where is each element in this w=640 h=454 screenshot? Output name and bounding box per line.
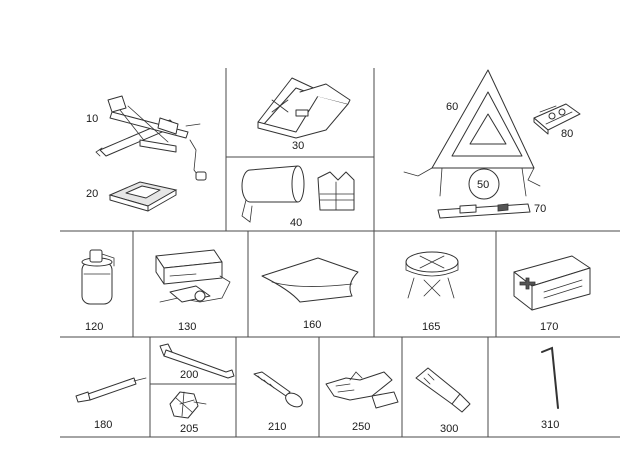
warning-triangle-icon — [403, 69, 541, 197]
gloves-icon — [325, 371, 399, 409]
part-label-20: 20 — [86, 188, 98, 200]
folding-stool-icon — [405, 251, 459, 299]
cloth-mat-icon — [261, 257, 359, 303]
part-label-30: 30 — [292, 140, 304, 152]
grid-lines — [60, 68, 620, 438]
tire-inflation-compressor-icon — [155, 249, 231, 303]
pouch-and-safety-vest-icon — [241, 165, 355, 223]
wheel-bolt-tool-icon — [169, 391, 207, 419]
allen-key-icon — [541, 346, 559, 409]
part-label-310: 310 — [541, 419, 559, 431]
jack-base-plate-icon — [108, 181, 178, 212]
part-label-170: 170 — [540, 321, 558, 333]
part-label-120: 120 — [85, 321, 103, 333]
flashlight-icon — [415, 367, 471, 413]
part-label-60: 60 — [446, 101, 458, 113]
towing-eye-icon — [253, 371, 303, 408]
part-label-130: 130 — [178, 321, 196, 333]
part-label-160: 160 — [303, 319, 321, 331]
part-label-300: 300 — [440, 423, 458, 435]
warning-light-bar-icon — [437, 203, 531, 219]
part-label-165: 165 — [422, 321, 440, 333]
part-label-210: 210 — [268, 421, 286, 433]
part-label-10: 10 — [86, 113, 98, 125]
part-label-205: 205 — [180, 423, 198, 435]
first-aid-kit-icon — [513, 255, 591, 311]
wheel-wrench-icon — [159, 343, 235, 379]
warning-lamp-icon — [468, 168, 500, 200]
part-label-70: 70 — [534, 203, 546, 215]
fire-extinguisher-icon — [81, 249, 115, 305]
part-label-180: 180 — [94, 419, 112, 431]
part-label-80: 80 — [561, 128, 573, 140]
scissor-jack-icon — [95, 95, 207, 181]
screwdriver-icon — [75, 377, 147, 403]
part-label-250: 250 — [352, 421, 370, 433]
part-label-50: 50 — [477, 179, 489, 191]
part-label-200: 200 — [180, 369, 198, 381]
tow-hook-adapter-icon — [533, 103, 581, 135]
part-label-40: 40 — [290, 217, 302, 229]
wheel-chock-icon — [257, 77, 351, 139]
